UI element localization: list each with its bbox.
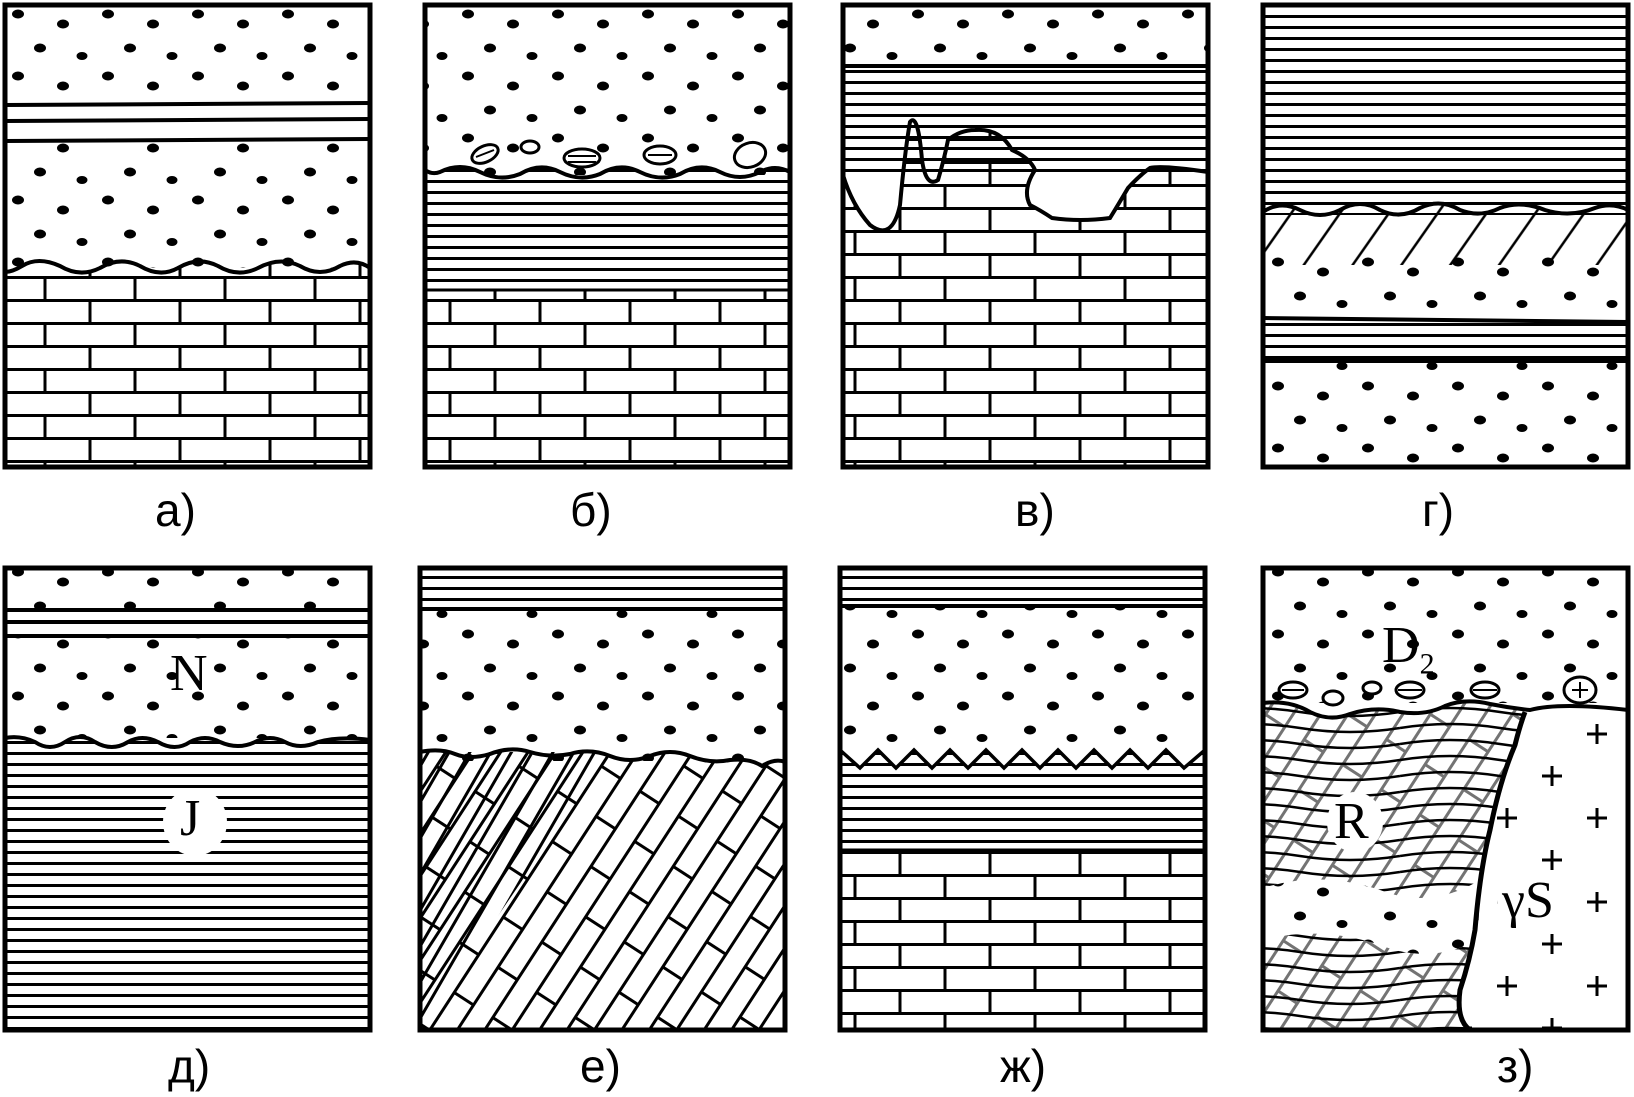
label-j: J	[180, 790, 201, 847]
panel-h-intrusive-contact	[1456, 711, 1528, 1033]
panel-a-sand-middle	[5, 143, 370, 268]
panel-e-clay-j	[5, 737, 370, 1030]
label-d: D	[1382, 617, 1420, 674]
label-d-subscript: 2	[1419, 647, 1435, 681]
panel-f-tilted-clay	[420, 752, 610, 1030]
panel-f	[417, 565, 788, 1033]
label-d2: D2	[1382, 620, 1435, 679]
panel-f-sand	[420, 611, 785, 761]
panel-h-folded-sand-bed	[1263, 879, 1480, 954]
caption-g: ж)	[1000, 1040, 1047, 1092]
panel-a	[2, 2, 373, 470]
caption-d: г)	[1422, 484, 1455, 536]
caption-b: б)	[570, 484, 612, 536]
panel-c-sand	[843, 5, 1208, 68]
panel-e-sand-top	[5, 568, 370, 608]
panel-a-sand-top	[5, 5, 370, 105]
panel-f-angular-unconformity	[419, 747, 786, 769]
panel-c-limestone-karst	[841, 118, 1210, 469]
caption-f: е)	[580, 1040, 621, 1092]
label-gamma-s: γS	[1502, 872, 1554, 929]
panel-a-clay-bed	[5, 105, 370, 143]
panel-b-erosion-contact	[423, 165, 791, 180]
panel-e-erosion-contact	[4, 735, 371, 749]
panel-h-granite	[1263, 701, 1628, 1030]
caption-a: а)	[155, 484, 196, 536]
caption-h: з)	[1497, 1040, 1534, 1092]
caption-e: д)	[168, 1040, 211, 1092]
panel-g-clay-middle	[840, 750, 1205, 850]
panel-d	[1260, 2, 1631, 470]
panel-g	[837, 565, 1208, 1033]
panel-g-clay-top	[840, 568, 1205, 608]
panel-g-sand	[840, 608, 1205, 753]
panel-e-sand-n	[5, 638, 370, 738]
panel-a-erosion-contact	[4, 259, 372, 275]
panel-h-erosion-contact	[1262, 699, 1629, 720]
caption-c: в)	[1015, 484, 1055, 536]
label-r: R	[1334, 793, 1369, 850]
panel-c	[840, 2, 1211, 470]
panel-d-weathering-crust	[1263, 203, 1628, 265]
panel-b-limestone	[425, 290, 790, 467]
panel-d-clay-top	[1263, 5, 1628, 215]
panel-g-limestone	[840, 850, 1205, 1030]
panel-d-erosion-contact	[1261, 201, 1629, 217]
label-n: N	[170, 645, 208, 702]
panel-f-clay-top	[420, 568, 785, 610]
panel-d-sand-bottom	[1263, 363, 1628, 467]
panel-a-limestone	[5, 261, 370, 467]
panel-b-clay	[425, 167, 790, 290]
panel-h	[1260, 565, 1631, 1033]
panel-g-zigzag-contact	[838, 747, 1207, 771]
panel-d-clay-middle	[1263, 318, 1628, 362]
panel-b	[422, 2, 793, 470]
panel-d-sand-middle	[1263, 255, 1628, 318]
